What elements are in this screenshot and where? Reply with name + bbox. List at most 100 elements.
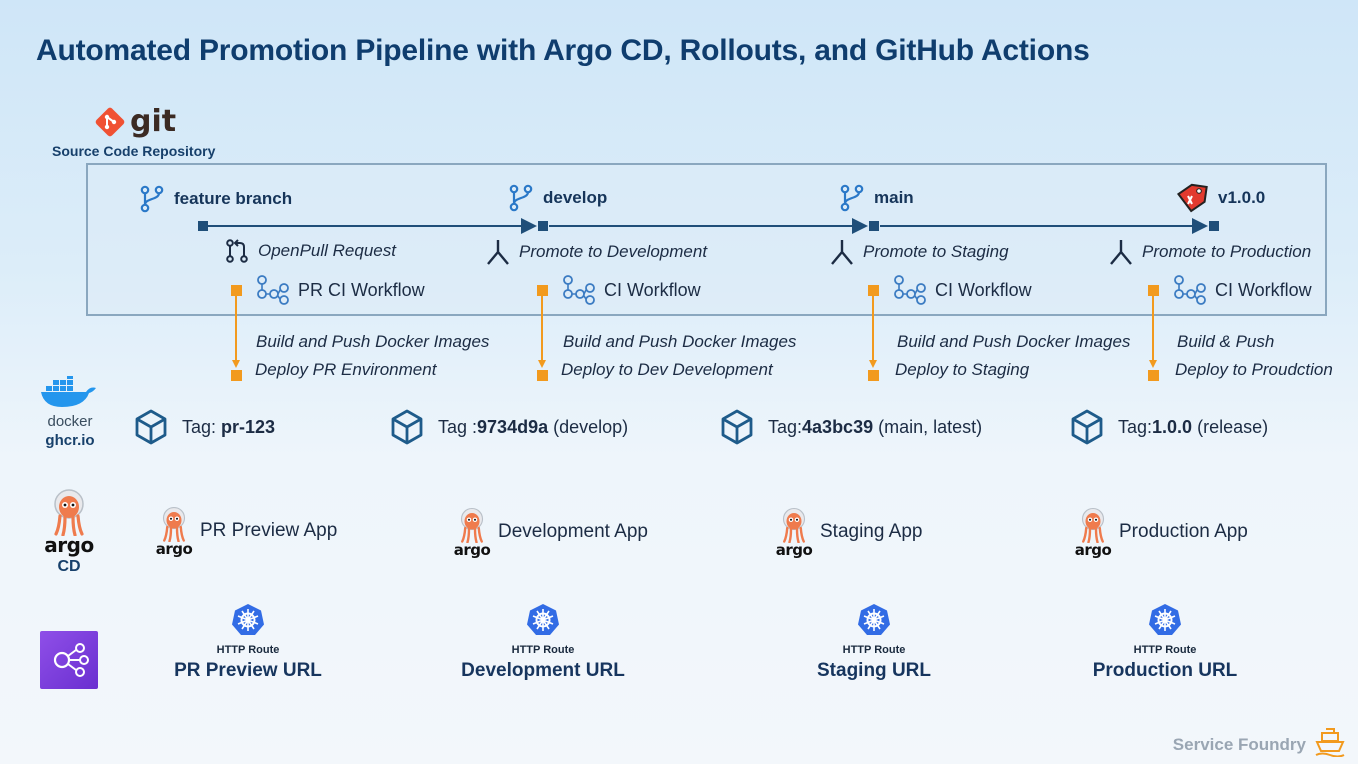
argo-logo-text: argo — [44, 533, 94, 557]
git-branch-icon — [509, 184, 533, 212]
app-label: Production App — [1119, 521, 1248, 542]
job-marker — [537, 284, 548, 296]
job-label: Deploy to Proudction — [1175, 360, 1333, 379]
workflow-dev: CI Workflow — [537, 274, 701, 306]
network-icon — [53, 643, 89, 677]
branch-label: v1.0.0 — [1218, 188, 1266, 207]
tag-prefix: Tag: — [768, 416, 803, 437]
package-icon — [721, 409, 753, 445]
docker-whale-icon — [41, 374, 96, 407]
tag-suffix: (main, latest) — [873, 416, 983, 437]
gateway-icon — [40, 631, 98, 689]
tag-prefix: Tag : — [438, 416, 478, 437]
image-tag-main: Tag:4a3bc39 (main, latest) — [720, 409, 982, 445]
docker-logo: docker ghcr.io — [38, 374, 102, 449]
kubernetes-icon — [858, 604, 890, 635]
argo-logo-text: argo — [775, 541, 813, 559]
argo-app-dev: argo Development App — [452, 507, 648, 559]
route-url: Staging URL — [817, 660, 931, 681]
http-route-staging: HTTP Route Staging URL — [754, 603, 994, 682]
package-icon — [1071, 409, 1103, 445]
job-label: Build and Push Docker Images — [256, 332, 490, 351]
tag-prefix: Tag: — [1118, 416, 1153, 437]
route-kind: HTTP Route — [216, 644, 280, 656]
route-kind: HTTP Route — [1133, 644, 1197, 656]
kubernetes-icon — [527, 604, 559, 635]
job-label: Deploy to Staging — [895, 360, 1030, 379]
job-marker — [1148, 284, 1159, 296]
argo-app-pr: argo PR Preview App — [154, 506, 337, 558]
github-actions-icon — [257, 275, 289, 305]
step-promote-dev: Promote to Development — [485, 238, 707, 266]
page-title: Automated Promotion Pipeline with Argo C… — [36, 34, 1090, 67]
commit-node — [1209, 221, 1219, 231]
registry-label: ghcr.io — [45, 432, 95, 449]
argo-logo-text: argo — [155, 540, 193, 558]
argo-app-logo: argo — [452, 507, 492, 559]
git-branch-icon — [840, 184, 864, 212]
ship-icon — [1315, 728, 1345, 757]
kubernetes-icon — [232, 604, 264, 635]
argo-app-logo: argo — [1073, 507, 1113, 559]
route-url: Development URL — [461, 660, 625, 681]
footer-brand: Service Foundry — [1172, 735, 1306, 754]
step-label: Promote to Development — [519, 242, 708, 261]
kubernetes-icon — [1149, 604, 1181, 635]
git-logo-text: git — [130, 104, 177, 139]
package-icon — [391, 409, 423, 445]
pipeline-line — [198, 218, 1219, 234]
step-promote-staging: Promote to Staging — [829, 238, 1009, 266]
branch-release: v1.0.0 — [1174, 183, 1265, 213]
image-tag-dev: Tag :9734d9a (develop) — [390, 409, 628, 445]
branch-label: develop — [543, 188, 608, 207]
github-actions-icon — [563, 275, 595, 305]
workflow-staging: CI Workflow — [868, 274, 1032, 306]
argo-octopus-icon — [782, 507, 806, 544]
workflow-label: PR CI Workflow — [298, 279, 425, 300]
release-tag-icon — [1176, 183, 1208, 213]
git-branch-icon — [140, 185, 164, 213]
job-marker — [868, 284, 879, 296]
http-route-dev: HTTP Route Development URL — [423, 603, 663, 682]
argocd-label: CD — [57, 558, 81, 575]
image-tag-release: Tag:1.0.0 (release) — [1070, 409, 1268, 445]
job-label: Build & Push — [1177, 332, 1275, 351]
workflow-label: CI Workflow — [1215, 279, 1312, 300]
workflow-label: CI Workflow — [604, 279, 701, 300]
route-kind: HTTP Route — [842, 644, 906, 656]
merge-icon — [487, 240, 509, 265]
commit-node — [869, 221, 879, 231]
tag-value: 1.0.0 — [1152, 416, 1193, 437]
step-label: Promote to Production — [1142, 242, 1312, 261]
job-label: Build and Push Docker Images — [563, 332, 797, 351]
merge-icon — [831, 240, 853, 265]
tag-value: pr-123 — [221, 416, 276, 437]
image-tag-pr: Tag: pr-123 — [134, 409, 275, 445]
commit-node — [538, 221, 548, 231]
tag-prefix: Tag: — [182, 416, 222, 437]
route-url: PR Preview URL — [174, 660, 322, 681]
job-connector — [868, 296, 879, 381]
argo-app-staging: argo Staging App — [774, 507, 922, 559]
branch-main: main — [838, 184, 914, 212]
step-label: Promote to Staging — [863, 242, 1009, 261]
git-logo: git — [94, 104, 176, 139]
job-marker — [231, 284, 242, 296]
job-label: Build and Push Docker Images — [897, 332, 1131, 351]
argo-app-logo: argo — [774, 507, 814, 559]
tag-value: 9734d9a — [477, 416, 549, 437]
route-kind: HTTP Route — [511, 644, 575, 656]
branch-label: main — [874, 188, 914, 207]
job-label: Deploy PR Environment — [255, 360, 437, 379]
argo-octopus-icon — [1081, 507, 1105, 544]
branch-feature: feature branch — [138, 185, 292, 213]
argo-logo-text: argo — [1074, 541, 1112, 559]
argo-octopus-icon — [54, 489, 84, 537]
app-label: Staging App — [820, 521, 923, 542]
step-open-pr: OpenPull Request — [224, 238, 396, 264]
argo-app-logo: argo — [154, 506, 194, 558]
step-label: OpenPull Request — [258, 241, 396, 260]
argocd-logo: argo CD — [40, 488, 98, 576]
pull-request-icon — [226, 239, 248, 263]
job-connector — [1148, 296, 1159, 381]
